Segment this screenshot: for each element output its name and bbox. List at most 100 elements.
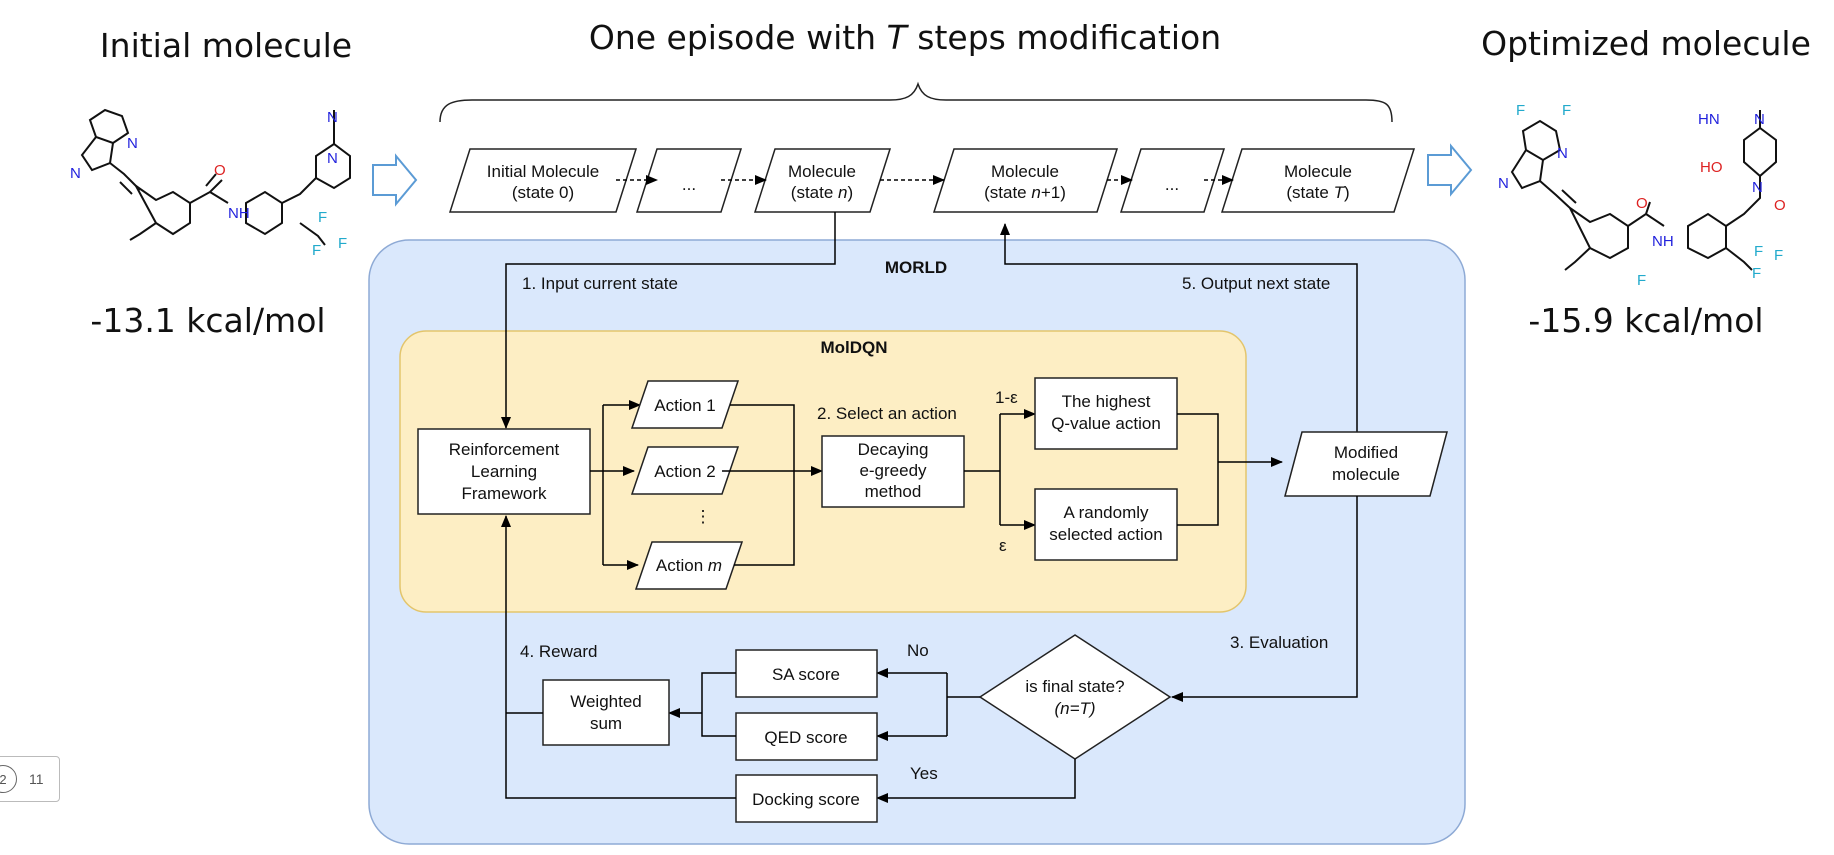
svg-text:F: F	[318, 209, 327, 226]
state-t-label: Molecule	[1284, 162, 1352, 181]
state-t-sublabel: (state T)	[1286, 183, 1349, 202]
morld-title: MORLD	[885, 258, 947, 277]
state-n-sublabel: (state n)	[791, 183, 853, 202]
weighted-sum-box	[542, 679, 670, 746]
sa-score-box	[735, 649, 878, 698]
random-action-line1: A randomly	[1063, 503, 1149, 522]
svg-text:F: F	[1754, 243, 1763, 260]
svg-text:NH: NH	[228, 205, 250, 222]
step3-label: 3. Evaluation	[1230, 633, 1328, 652]
decaying-line1: Decaying	[858, 440, 929, 459]
svg-text:F: F	[1562, 102, 1571, 119]
output-state-arrow	[1000, 223, 1358, 496]
qed-score-label: QED score	[764, 728, 847, 747]
state-initial-sublabel: (state 0)	[512, 183, 574, 202]
current-page[interactable]: 2	[0, 765, 17, 793]
docking-score-label: Docking score	[752, 790, 860, 809]
decision-line1: is final state?	[1025, 677, 1124, 696]
fan-out-line	[590, 405, 604, 565]
action1-label: Action 1	[654, 396, 715, 415]
random-action-box	[1034, 488, 1178, 561]
moldqn-title: MolDQN	[820, 338, 887, 357]
initial-molecule-structure	[80, 108, 351, 246]
actionm-box	[634, 541, 744, 590]
rl-framework-line2: Learning	[471, 462, 537, 481]
svg-text:N: N	[1557, 145, 1568, 162]
svg-text:F: F	[1752, 265, 1761, 282]
weighted-line1: Weighted	[570, 692, 642, 711]
step5-label: 5. Output next state	[1182, 274, 1330, 293]
yes-label: Yes	[910, 764, 938, 783]
random-action-line2: selected action	[1049, 525, 1162, 544]
qed-score-box	[735, 712, 878, 761]
decaying-line3: method	[865, 482, 922, 501]
page-indicator[interactable]: 2 11	[0, 756, 60, 802]
initial-molecule-atoms: N N O NH N N F F F	[70, 109, 347, 259]
state-chain: Initial Molecule (state 0) ... Molecule …	[448, 148, 1416, 213]
modified-line1: Modified	[1334, 443, 1398, 462]
docking-score-box	[735, 774, 878, 823]
state-ellipsis-1-label: ...	[682, 175, 696, 194]
svg-text:N: N	[1498, 175, 1509, 192]
total-pages: 11	[29, 771, 44, 787]
episode-title: One episode with T steps modification	[589, 18, 1221, 57]
no-label: No	[907, 641, 929, 660]
state-n-plus-1-sublabel: (state n+1)	[984, 183, 1066, 202]
fan-in-line	[722, 404, 795, 566]
episode-brace	[439, 81, 1393, 123]
svg-text:F: F	[1516, 102, 1525, 119]
svg-text:N: N	[70, 165, 81, 182]
optimized-molecule-atoms: F F N N O NH F HN N HO N O F F F	[1498, 102, 1786, 289]
svg-text:N: N	[1754, 111, 1765, 128]
initial-molecule-title: Initial molecule	[100, 26, 352, 65]
weighted-line2: sum	[590, 714, 622, 733]
rl-framework-line3: Framework	[461, 484, 547, 503]
action1-box	[630, 380, 740, 429]
state-initial	[448, 148, 638, 213]
action2-label: Action 2	[654, 462, 715, 481]
decaying-egreedy-box	[821, 435, 965, 508]
highest-q-box	[1034, 377, 1178, 450]
svg-text:N: N	[327, 109, 338, 126]
optimized-molecule-structure	[1510, 110, 1777, 271]
action-dots: ⋮	[695, 507, 712, 526]
svg-text:O: O	[1636, 195, 1648, 212]
decaying-line2: e-greedy	[859, 461, 927, 480]
arrow-to-episode-icon	[372, 153, 418, 207]
yes-branch-arrow	[876, 759, 1076, 803]
evaluation-arrow	[1171, 496, 1358, 702]
initial-energy: -13.1 kcal/mol	[90, 301, 325, 340]
svg-text:F: F	[338, 235, 347, 252]
svg-text:N: N	[1752, 179, 1763, 196]
state-initial-label: Initial Molecule	[487, 162, 599, 181]
choice-split-line	[964, 414, 1001, 525]
action2-box	[630, 446, 740, 495]
state-ellipsis-1	[635, 148, 743, 213]
actionm-label: Action m	[656, 556, 722, 575]
state-n-plus-1	[932, 148, 1119, 213]
modified-line2: molecule	[1332, 465, 1400, 484]
svg-text:F: F	[312, 242, 321, 259]
state-ellipsis-2-label: ...	[1165, 175, 1179, 194]
svg-text:F: F	[1774, 247, 1783, 264]
svg-text:N: N	[127, 135, 138, 152]
no-branch-line	[946, 673, 980, 736]
optimized-molecule-title: Optimized molecule	[1481, 24, 1811, 63]
svg-text:O: O	[214, 162, 226, 179]
state-t	[1220, 148, 1416, 213]
svg-text:NH: NH	[1652, 233, 1674, 250]
svg-text:HO: HO	[1700, 159, 1723, 176]
highest-q-line1: The highest	[1062, 392, 1151, 411]
step2-label: 2. Select an action	[817, 404, 957, 423]
input-state-arrow	[501, 212, 836, 429]
step1-label: 1. Input current state	[522, 274, 678, 293]
one-minus-eps-label: 1-ε	[995, 388, 1018, 407]
state-n-label: Molecule	[788, 162, 856, 181]
highest-q-line2: Q-value action	[1051, 414, 1161, 433]
choice-merge-line	[1177, 413, 1268, 526]
svg-text:O: O	[1774, 197, 1786, 214]
modified-molecule-box	[1284, 431, 1448, 497]
sa-score-label: SA score	[772, 665, 840, 684]
svg-text:F: F	[1637, 272, 1646, 289]
